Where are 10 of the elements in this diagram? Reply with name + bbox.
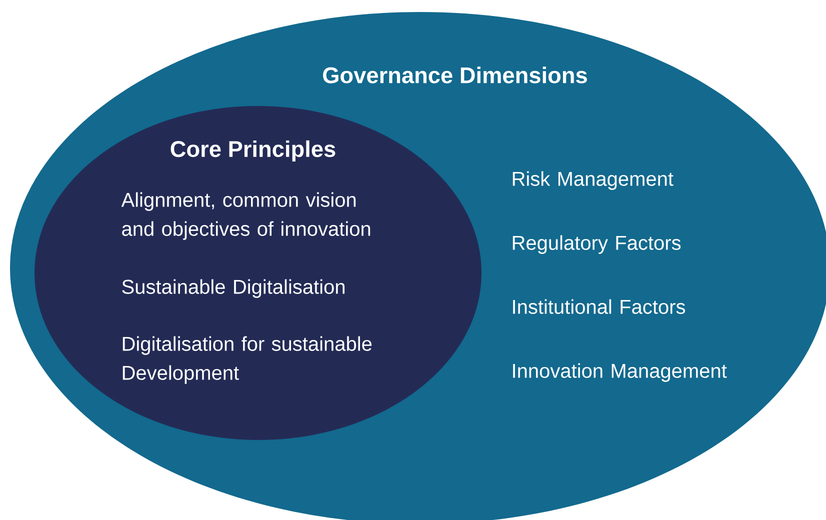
list-item: Regulatory Factors bbox=[512, 235, 681, 254]
heading: Governance Dimensions bbox=[323, 66, 587, 84]
list-item: Innovation Management bbox=[513, 363, 727, 382]
list-item: Institutional Factors bbox=[513, 299, 686, 314]
list-item: Alignment, common vision and objectives of innovation bbox=[121, 192, 370, 240]
heading: Core Principles bbox=[170, 140, 336, 162]
list-item: Risk Management bbox=[512, 171, 674, 190]
list-item: Sustainable Digitalisation bbox=[122, 279, 344, 298]
list-item: Digitalisation for sustainable Development bbox=[122, 336, 372, 384]
ellipse bbox=[34, 106, 482, 440]
